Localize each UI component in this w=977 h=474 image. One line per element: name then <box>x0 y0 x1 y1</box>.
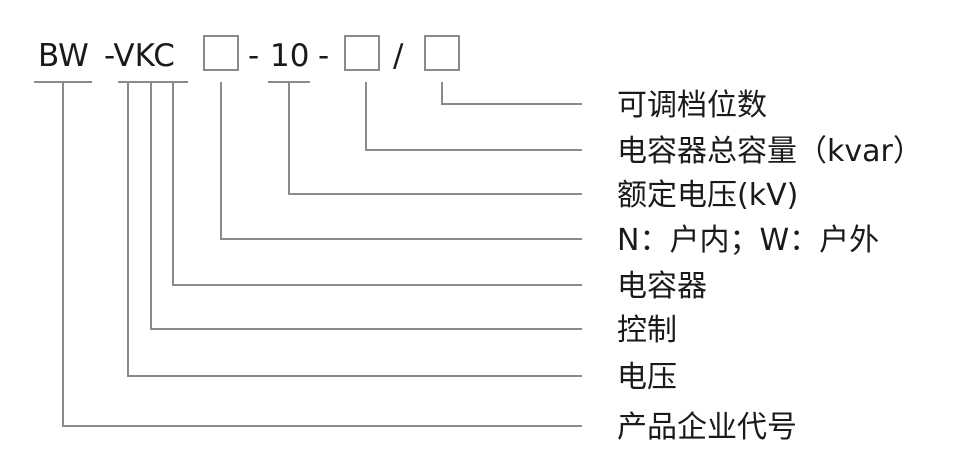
label-install-location: N：户内；W：户外 <box>617 223 879 258</box>
leader-company-code <box>62 82 582 427</box>
code-prefix: BW <box>38 38 89 74</box>
code-voltage: 10 <box>270 38 309 74</box>
step-count-box <box>424 35 460 71</box>
leader-install-location <box>220 82 582 240</box>
label-capacity: 电容器总容量（kvar） <box>617 134 923 169</box>
leader-voltage-rating <box>288 82 582 195</box>
capacity-box <box>344 35 380 71</box>
label-control: 控制 <box>617 313 677 348</box>
label-step-count: 可调档位数 <box>617 88 767 123</box>
label-voltage: 电压 <box>617 360 677 395</box>
leader-capacity <box>365 82 582 151</box>
code-dash-1: - <box>248 38 259 74</box>
label-company-code: 产品企业代号 <box>617 410 797 445</box>
label-voltage-rating: 额定电压(kV) <box>617 178 798 213</box>
label-capacitor: 电容器 <box>617 269 707 304</box>
leader-capacitor <box>172 82 582 286</box>
code-slash: / <box>393 38 404 74</box>
install-location-box <box>203 35 239 71</box>
leader-voltage <box>127 82 582 377</box>
leader-step-count <box>441 82 582 105</box>
code-type-part: -VKC <box>104 38 175 74</box>
code-dash-2: - <box>318 38 329 74</box>
leader-control <box>150 82 582 330</box>
